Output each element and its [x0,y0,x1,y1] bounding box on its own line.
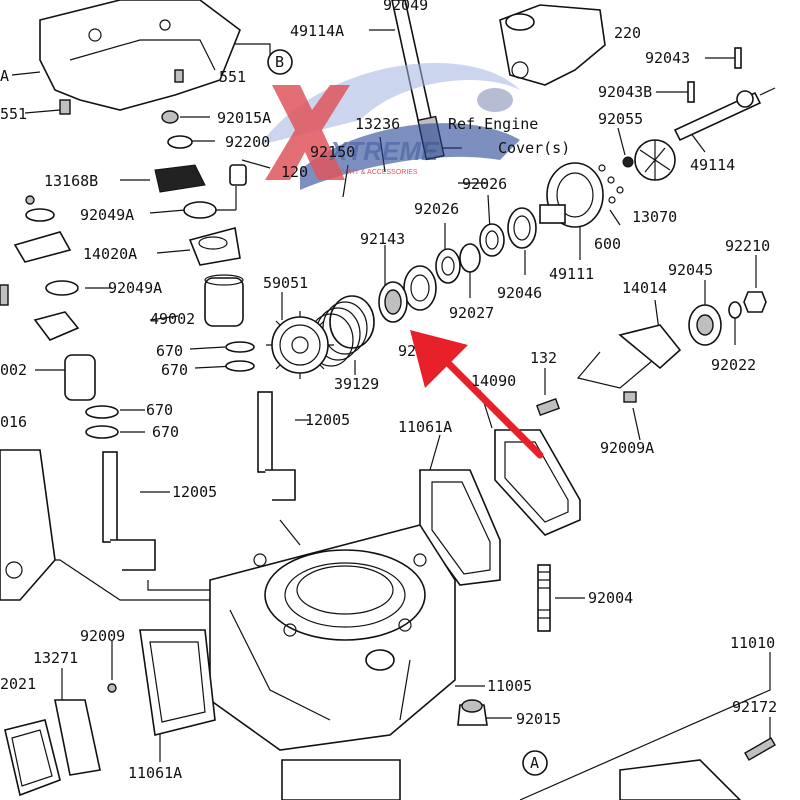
callout-551-b: 551 [0,105,27,123]
callout-670-d: 670 [152,423,179,441]
callout-600: 600 [594,235,621,253]
callout-92049A-2: 92049A [108,279,162,297]
callout-132: 132 [530,349,557,367]
callout-49111: 49111 [549,265,594,283]
crankcase-housing-top-left [39,0,241,115]
callout-92015: 92015 [516,710,561,728]
callout-92045: 92045 [668,261,713,279]
callout-14014: 14014 [622,279,667,297]
callout-92055: 92055 [598,110,643,128]
callout-ref-engine: Ref.Engine [448,115,538,133]
callout-92-partial: 92 [398,342,416,360]
gear-59051 [266,311,334,379]
bearings-right [688,291,767,346]
callout-92046: 92046 [497,284,542,302]
callout-92009: 92009 [80,627,125,645]
reference-marker-A-bottom [522,750,548,776]
callout-A-bottom: A [530,754,539,772]
callout-49114A: 49114A [290,22,344,40]
left-column-parts [0,110,255,439]
callout-92172: 92172 [732,698,777,716]
callout-39129: 39129 [334,375,379,393]
callout-92043: 92043 [645,49,690,67]
callout-B: B [275,53,284,71]
callout-13070: 13070 [632,208,677,226]
lever-assembly-220 [499,4,742,103]
reference-marker-B [267,49,293,75]
callout-670-a: 670 [156,342,183,360]
callout-labels: 49114A 92049 220 A 551 551 B 92043 92043… [0,0,777,782]
callout-016: 016 [0,413,27,431]
callout-11005: 11005 [487,677,532,695]
callout-92150: 92150 [310,143,355,161]
callout-92004: 92004 [588,589,633,607]
callout-92026-a: 92026 [462,175,507,193]
reference-markers [267,49,548,776]
callout-11010: 11010 [730,634,775,652]
callout-92015A: 92015A [217,109,271,127]
callout-92200: 92200 [225,133,270,151]
callout-2021: 2021 [0,675,36,693]
stud-and-nut [457,564,551,726]
callout-11061A-top: 11061A [398,418,452,436]
callout-13168B: 13168B [44,172,98,190]
callout-12005-b: 12005 [172,483,217,501]
callout-92026-b: 92026 [414,200,459,218]
xtreme-watermark-logo: XTREME SPORT & ACCESSORIES [260,62,520,190]
callout-92210: 92210 [725,237,770,255]
bottom-left-parts [0,449,117,797]
cylinder-11005 [139,524,456,800]
callout-120: 120 [281,163,308,181]
callout-14020A: 14020A [83,245,137,263]
washer-stack [378,207,537,323]
impeller-13070 [634,139,676,181]
callout-13236: 13236 [355,115,400,133]
callout-92043B: 92043B [598,83,652,101]
callout-ref-cover: Cover(s) [498,139,570,157]
callout-59051: 59051 [263,274,308,292]
callout-670-b: 670 [161,361,188,379]
watermark-tagline-text: SPORT & ACCESSORIES [335,169,418,176]
callout-A-left: A [0,67,9,85]
callout-14090: 14090 [471,372,516,390]
callout-49114: 49114 [690,156,735,174]
callout-551-a: 551 [219,68,246,86]
callout-92022: 92022 [711,356,756,374]
callout-92027: 92027 [449,304,494,322]
shaft-49111 [539,162,624,228]
callout-92049-top: 92049 [383,0,428,14]
callout-13271: 13271 [33,649,78,667]
callout-92143: 92143 [360,230,405,248]
shaft-49114 [622,87,776,168]
bottom-right-part-11010 [619,737,776,800]
callout-670-c: 670 [146,401,173,419]
callout-002: 002 [0,361,27,379]
callout-92049A-1: 92049A [80,206,134,224]
callout-92009A: 92009A [600,439,654,457]
callout-49002: 49002 [150,310,195,328]
callout-11061A-bottom: 11061A [128,764,182,782]
watermark-brand-text: XTREME [328,136,439,166]
callout-12005-a: 12005 [305,411,350,429]
callout-220: 220 [614,24,641,42]
red-pointer-arrow [410,330,544,459]
valve-shafts-12005 [102,391,296,571]
